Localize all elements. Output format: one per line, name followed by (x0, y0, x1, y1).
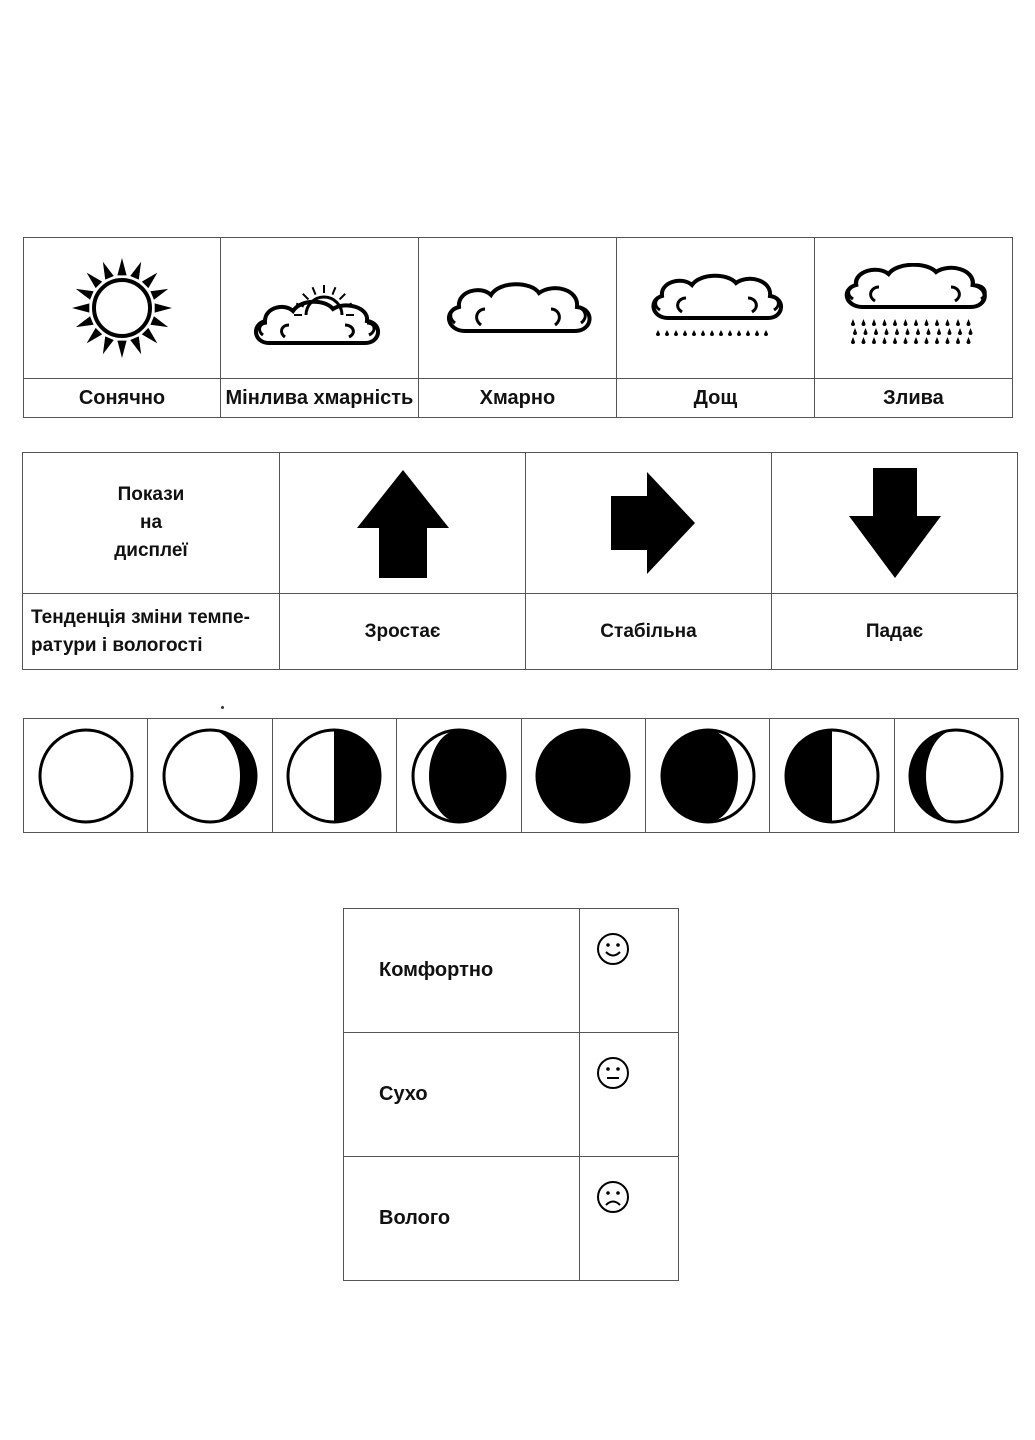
weather-label: Мінлива хмарність (219, 378, 419, 418)
weather-forecast-table: Сонячно Мінлива хмарність Хмарно Дощ Зли… (23, 237, 1014, 418)
waxing-gibbous-icon (411, 728, 507, 823)
comfort-icon-cell (579, 908, 679, 1033)
trend-label: Зростає (279, 593, 526, 670)
trend-label: Падає (771, 593, 1018, 670)
display-header: Покази на дисплеї (22, 452, 280, 594)
weather-cell-cloudy (417, 237, 617, 379)
comfort-icon-cell (579, 1032, 679, 1157)
moon-cell (271, 718, 398, 833)
display-header-line: дисплеї (114, 540, 188, 561)
full-moon-icon (535, 728, 631, 823)
moon-phase-table (22, 718, 1020, 833)
stray-dot (221, 706, 224, 709)
comfort-icon-cell (579, 1156, 679, 1281)
waning-gibbous-icon (660, 728, 756, 823)
moon-cell (396, 718, 522, 833)
heavy-rain-icon (845, 263, 988, 344)
first-quarter-icon (286, 728, 382, 823)
smiley-happy-icon (597, 933, 629, 965)
smiley-sad-icon (597, 1181, 629, 1213)
trend-cell-rising (279, 452, 526, 594)
weather-label: Злива (813, 378, 1014, 418)
moon-cell (769, 718, 895, 833)
cloud-icon (447, 282, 592, 333)
trend-label: Стабільна (525, 593, 772, 670)
last-quarter-icon (784, 728, 880, 823)
moon-cell (644, 718, 771, 833)
tendency-label: Тенденція зміни темпе- ратури і вологост… (22, 593, 280, 670)
weather-cell-rain (615, 237, 815, 379)
display-header-line: Покази (117, 484, 185, 505)
weather-label: Хмарно (417, 378, 617, 418)
weather-cell-heavy-rain (813, 237, 1014, 379)
moon-cell (22, 718, 149, 833)
trend-table: Покази на дисплеї Тенденція зміни темпе-… (22, 452, 1018, 670)
sun-icon (71, 258, 172, 358)
trend-cell-falling (771, 452, 1018, 594)
weather-label: Дощ (615, 378, 815, 418)
trend-cell-stable (525, 452, 772, 594)
new-moon-icon (38, 728, 134, 823)
rain-icon (651, 273, 784, 336)
tendency-label-line: ратури і вологості (31, 634, 203, 656)
partly-cloudy-icon (254, 285, 381, 345)
waxing-crescent-icon (162, 728, 258, 823)
comfort-label: Волого (343, 1156, 580, 1281)
arrow-right-icon (610, 472, 695, 574)
comfort-label: Комфортно (343, 908, 580, 1033)
comfort-table: Комфортно Сухо Волого (343, 908, 679, 1281)
weather-cell-partly-cloudy (219, 237, 419, 379)
display-header-line: на (139, 512, 163, 533)
arrow-down-icon (848, 467, 941, 578)
tendency-label-line: Тенденція зміни темпе- (31, 606, 250, 628)
comfort-label: Сухо (343, 1032, 580, 1157)
smiley-neutral-icon (597, 1057, 629, 1089)
moon-cell (147, 718, 273, 833)
arrow-up-icon (356, 470, 449, 578)
weather-label: Сонячно (23, 378, 221, 418)
moon-cell (520, 718, 646, 833)
moon-cell (893, 718, 1020, 833)
weather-cell-sunny (23, 237, 221, 379)
waning-crescent-icon (908, 728, 1004, 823)
